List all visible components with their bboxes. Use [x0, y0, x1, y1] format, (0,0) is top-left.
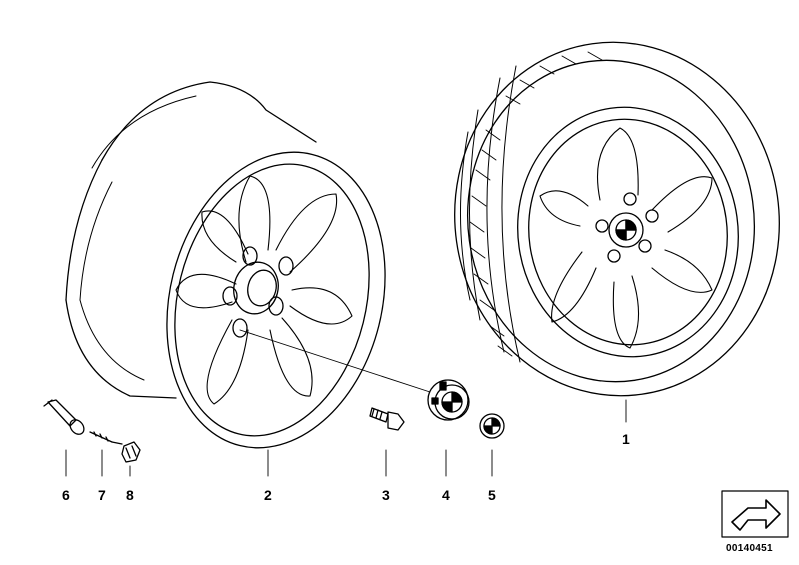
forward-arrow-icon[interactable]	[721, 490, 789, 538]
part-number-1: 1	[622, 431, 630, 447]
leader-line	[239, 329, 431, 393]
rim-spokes-2	[175, 175, 353, 405]
part-number-6: 6	[62, 487, 70, 503]
diagram-id: 00140451	[726, 543, 773, 554]
complete-wheel-tire	[454, 41, 780, 397]
part-leaders	[65, 399, 627, 477]
wheel-bolt	[369, 407, 405, 431]
valve-core	[89, 431, 123, 445]
rim-spokes	[539, 127, 713, 349]
valve-cap	[121, 441, 141, 463]
hub-cap	[427, 379, 470, 421]
part-number-7: 7	[98, 487, 106, 503]
emblem	[479, 413, 505, 439]
part-number-2: 2	[264, 487, 272, 503]
tyre-valve	[43, 399, 85, 435]
part-number-5: 5	[488, 487, 496, 503]
alloy-rim	[65, 81, 386, 449]
part-number-4: 4	[442, 487, 450, 503]
part-number-8: 8	[126, 487, 134, 503]
tire-tread	[469, 51, 603, 357]
part-number-3: 3	[382, 487, 390, 503]
